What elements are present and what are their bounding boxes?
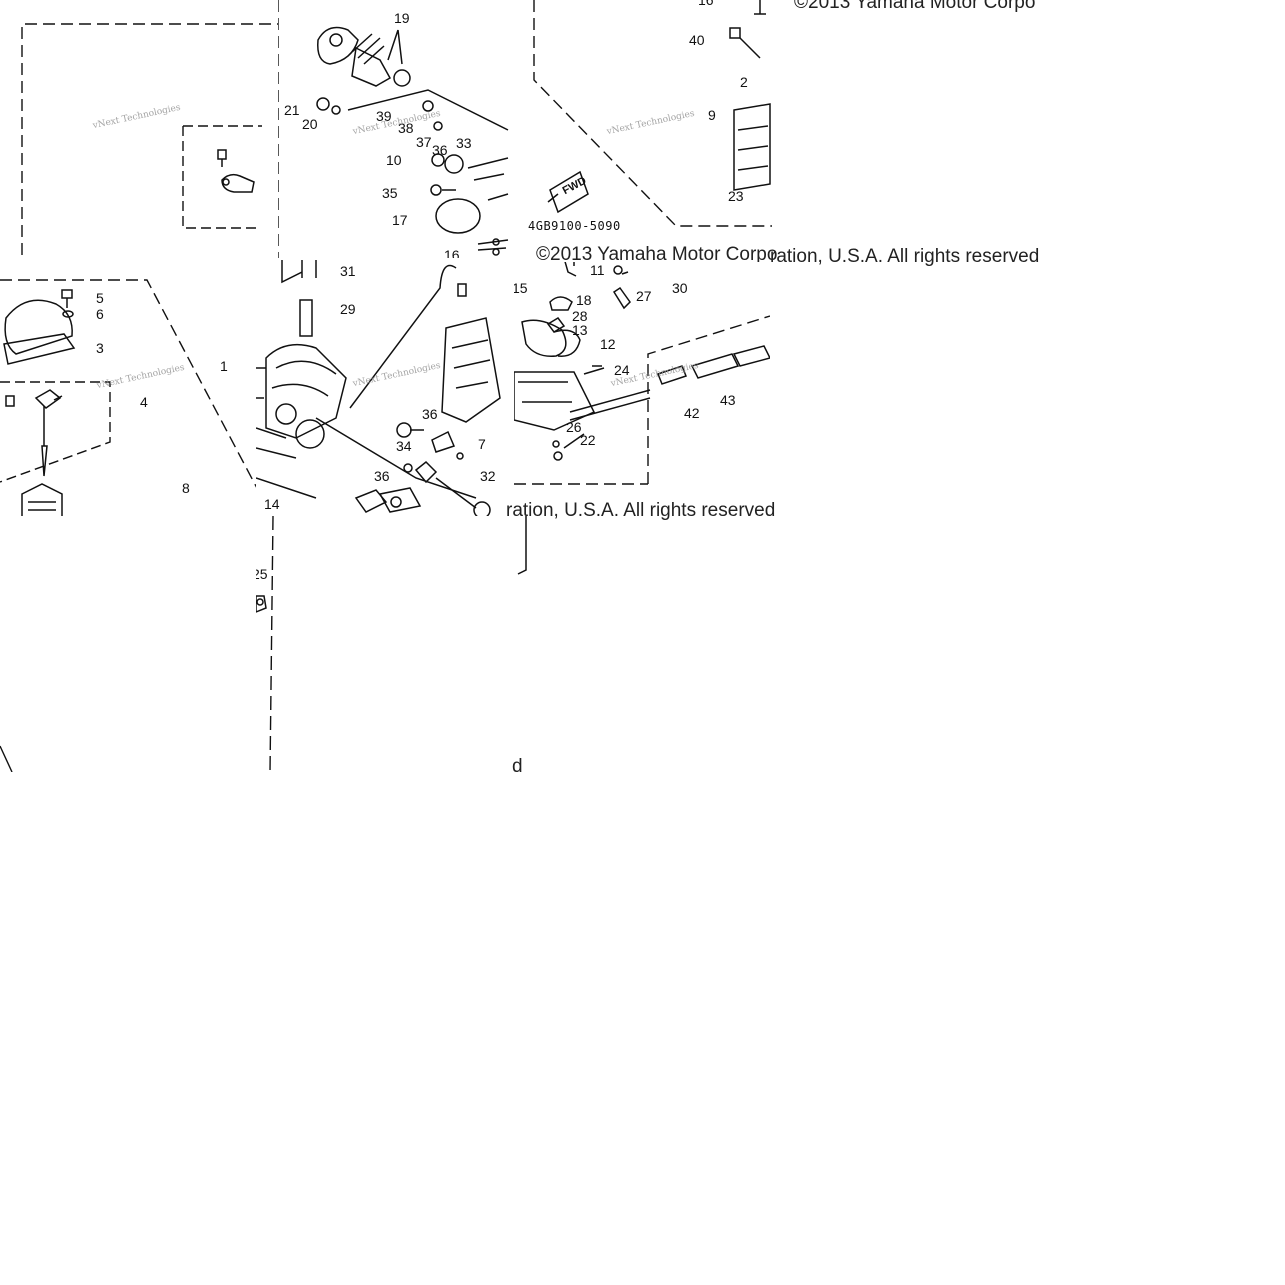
tile-lower-left-drawing: [0, 745, 13, 772]
callout-9: 9: [708, 107, 716, 123]
callout-42: 42: [684, 405, 700, 421]
tile-lower-right-drawing: [517, 516, 527, 575]
callout-39: 39: [376, 108, 392, 124]
callout-15: 15: [514, 280, 528, 296]
callout-27: 27: [636, 288, 652, 304]
callout-21: 21: [284, 102, 300, 118]
callout-40: 40: [689, 32, 705, 48]
callout-2: 2: [740, 74, 748, 90]
callout-24: 24: [614, 362, 630, 378]
callout-1: 1: [220, 358, 228, 374]
callout-20: 20: [302, 116, 318, 132]
callout-16-top: 16: [698, 0, 714, 8]
tile-lower-left: [0, 516, 256, 772]
copyright-low: ration, U.S.A. All rights reserved: [506, 500, 776, 521]
tile-top-right: FWD 4GB9100-5090 40 2 9 23 16 vNext Tech…: [514, 0, 772, 262]
callout-35: 35: [382, 185, 398, 201]
tile-top-right-drawing: [533, 0, 772, 227]
callout-16: 16: [444, 247, 460, 258]
tile-center-drawing: [256, 260, 501, 516]
callout-33: 33: [456, 135, 472, 151]
copyright-mid-right: ration, U.S.A. All rights reserved: [770, 246, 1040, 267]
part-number: 4GB9100-5090: [528, 219, 621, 233]
copyright-mid-left: ©2013 Yamaha Motor Corpo: [536, 244, 778, 265]
callout-36: 36: [432, 142, 448, 158]
callout-26: 26: [566, 419, 582, 435]
callout-38: 38: [398, 120, 414, 136]
tile-lower-center-drawing: [256, 516, 274, 772]
tile-top-center-drawing: [278, 0, 509, 258]
callout-13: 13: [572, 322, 588, 338]
tile-lower-center: 25: [256, 516, 514, 772]
tile-lower-right: [514, 516, 534, 772]
callout-14: 14: [264, 496, 280, 512]
tile-mid-left: 5 6 3 1 4 8 vNext Technologies: [0, 278, 258, 516]
callout-10: 10: [386, 152, 402, 168]
callout-34: 34: [396, 438, 412, 454]
callout-43: 43: [720, 392, 736, 408]
callout-28: 28: [572, 308, 588, 324]
callout-3: 3: [96, 340, 104, 356]
callout-30: 30: [672, 280, 688, 296]
callout-17: 17: [392, 212, 408, 228]
callout-4: 4: [140, 394, 148, 410]
callout-31: 31: [340, 263, 356, 279]
callout-12: 12: [600, 336, 616, 352]
tile-mid-left-drawing: [0, 279, 258, 516]
callout-19: 19: [394, 10, 410, 26]
callout-29: 29: [340, 301, 356, 317]
copyright-top: ©2013 Yamaha Motor Corpo: [794, 0, 1036, 13]
callout-23: 23: [728, 188, 744, 204]
callout-25: 25: [256, 566, 268, 582]
copyright-frag: d: [512, 756, 523, 777]
fitting-part: [217, 149, 255, 193]
callout-7: 7: [478, 436, 486, 452]
callout-5: 5: [96, 290, 104, 306]
callout-22: 22: [580, 432, 596, 448]
tile-upper-left-drawing: [21, 23, 278, 255]
callout-37: 37: [416, 134, 432, 150]
tile-upper-left: vNext Technologies: [0, 0, 278, 262]
callout-8: 8: [182, 480, 190, 496]
callout-36-lower: 36: [374, 468, 390, 484]
callout-32: 32: [480, 468, 496, 484]
tile-top-center: 19 21 20 39 38 37 36 33 10 35 17 16 vNex…: [278, 0, 514, 258]
tile-center: 31 29 36 34 7 36 32 14 vNext Technologie…: [256, 258, 514, 516]
callout-6: 6: [96, 306, 104, 322]
callout-11: 11: [590, 262, 605, 278]
tile-mid-right-drawing: [514, 262, 770, 485]
tile-mid-right: 11 30 27 18 28 13 15 12 24 42 43 26 22 v…: [514, 262, 770, 498]
callout-36-center: 36: [422, 406, 438, 422]
callout-18: 18: [576, 292, 592, 308]
